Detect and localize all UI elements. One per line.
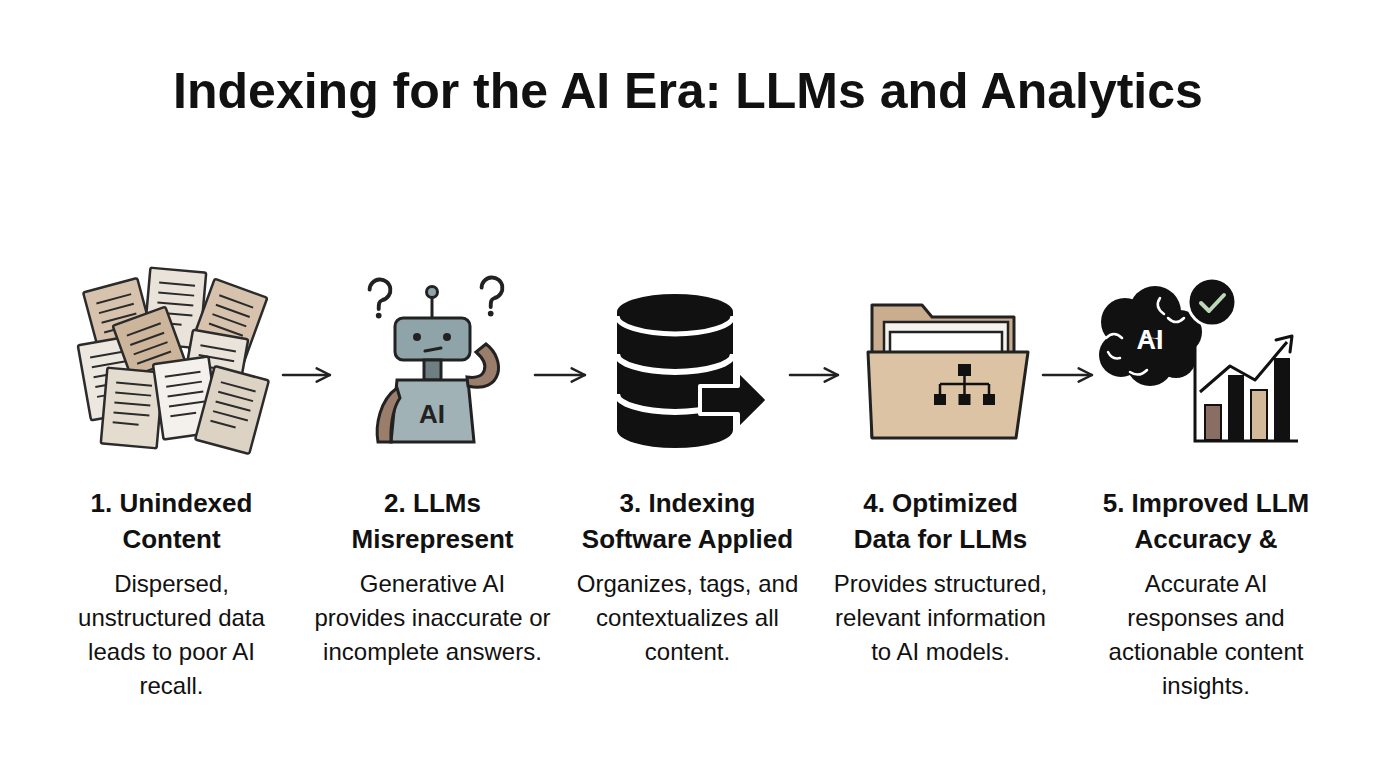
database-icon-part bbox=[617, 294, 733, 448]
folder-icon-part bbox=[959, 394, 971, 405]
step-description: Generative AI provides inaccurate or inc… bbox=[313, 567, 553, 669]
paper-stack-icon bbox=[78, 268, 269, 454]
ai-brain-icon-part bbox=[1106, 298, 1184, 375]
check-badge-part bbox=[1188, 278, 1236, 326]
growth-chart-part bbox=[1195, 345, 1298, 441]
icon-label: AI bbox=[419, 399, 445, 430]
folder-icon-part bbox=[958, 364, 971, 376]
confused-robot-icon-part bbox=[424, 360, 441, 380]
folder-icon-part bbox=[868, 352, 1028, 438]
step-caption: 5. Improved LLM Accuracy & Accurate AI re… bbox=[1086, 485, 1326, 703]
confused-robot-icon-part bbox=[377, 388, 400, 442]
step-heading: 2. LLMs Misrepresent bbox=[328, 485, 538, 557]
folder-icon-part bbox=[940, 376, 989, 394]
confused-robot-icon-part bbox=[391, 380, 474, 442]
folder-icon bbox=[868, 305, 1028, 438]
step-heading: 3. Indexing Software Applied bbox=[568, 485, 808, 557]
folder-icon-part bbox=[983, 394, 995, 405]
flow-arrow bbox=[1043, 374, 1092, 377]
flow-arrow bbox=[790, 374, 838, 377]
paper-stack-icon-part bbox=[101, 368, 163, 449]
database-icon-part bbox=[617, 316, 733, 334]
confused-robot-icon-part bbox=[370, 280, 391, 319]
database-icon-part bbox=[617, 354, 733, 372]
process-step: 5. Improved LLM Accuracy &Accurate AI re… bbox=[1092, 275, 1320, 475]
growth-chart-part bbox=[1276, 336, 1292, 352]
step-caption: 3. Indexing Software AppliedOrganizes, t… bbox=[568, 485, 808, 669]
confused-robot-icon-part bbox=[395, 318, 470, 360]
step-caption: 4. Optimized Data for LLMsProvides struc… bbox=[824, 485, 1058, 669]
icon-label: AI bbox=[1137, 325, 1164, 356]
step-caption: 2. LLMs MisrepresentGenerative AI provid… bbox=[313, 485, 553, 669]
confused-robot-icon-part bbox=[413, 333, 421, 341]
growth-chart bbox=[1195, 336, 1298, 441]
confused-robot-icon-part bbox=[427, 287, 438, 298]
check-badge bbox=[1188, 278, 1236, 326]
step-description: Provides structured, relevant informatio… bbox=[824, 567, 1058, 669]
process-step: 4. Optimized Data for LLMsProvides struc… bbox=[838, 275, 1043, 475]
confused-robot-icon-part bbox=[482, 278, 503, 317]
flow-arrow bbox=[283, 374, 330, 377]
step-description: Accurate AI responses and actionable con… bbox=[1095, 567, 1317, 703]
step-description: Organizes, tags, and contextualizes all … bbox=[577, 567, 799, 669]
process-step: 1. Unindexed ContentDispersed, unstructu… bbox=[60, 275, 283, 475]
check-badge-part bbox=[1201, 295, 1224, 311]
paper-stack-icon-part bbox=[195, 366, 269, 454]
step-caption: 1. Unindexed ContentDispersed, unstructu… bbox=[62, 485, 282, 703]
growth-chart-part bbox=[1228, 375, 1244, 440]
growth-chart-part bbox=[1205, 405, 1221, 440]
step-heading: 4. Optimized Data for LLMs bbox=[836, 485, 1046, 557]
growth-chart-part bbox=[1251, 390, 1267, 440]
growth-chart-part bbox=[1274, 358, 1290, 440]
step-heading: 1. Unindexed Content bbox=[67, 485, 277, 557]
database-icon-part bbox=[700, 370, 768, 430]
folder-icon-part bbox=[934, 394, 946, 405]
confused-robot-icon-part bbox=[431, 297, 434, 318]
confused-robot-icon bbox=[370, 278, 503, 442]
step-heading: 5. Improved LLM Accuracy & bbox=[1086, 485, 1326, 557]
step-description: Dispersed, unstructured data leads to po… bbox=[62, 567, 282, 703]
process-step: 2. LLMs MisrepresentGenerative AI provid… bbox=[330, 275, 535, 475]
database-icon bbox=[617, 294, 768, 448]
confused-robot-icon-part bbox=[425, 348, 441, 351]
confused-robot-icon-part bbox=[467, 344, 499, 387]
diagram-title: Indexing for the AI Era: LLMs and Analyt… bbox=[0, 62, 1376, 120]
growth-chart-part bbox=[1200, 342, 1287, 392]
flow-arrow bbox=[535, 374, 585, 377]
confused-robot-icon-part bbox=[443, 333, 451, 341]
process-step: 3. Indexing Software AppliedOrganizes, t… bbox=[585, 275, 790, 475]
